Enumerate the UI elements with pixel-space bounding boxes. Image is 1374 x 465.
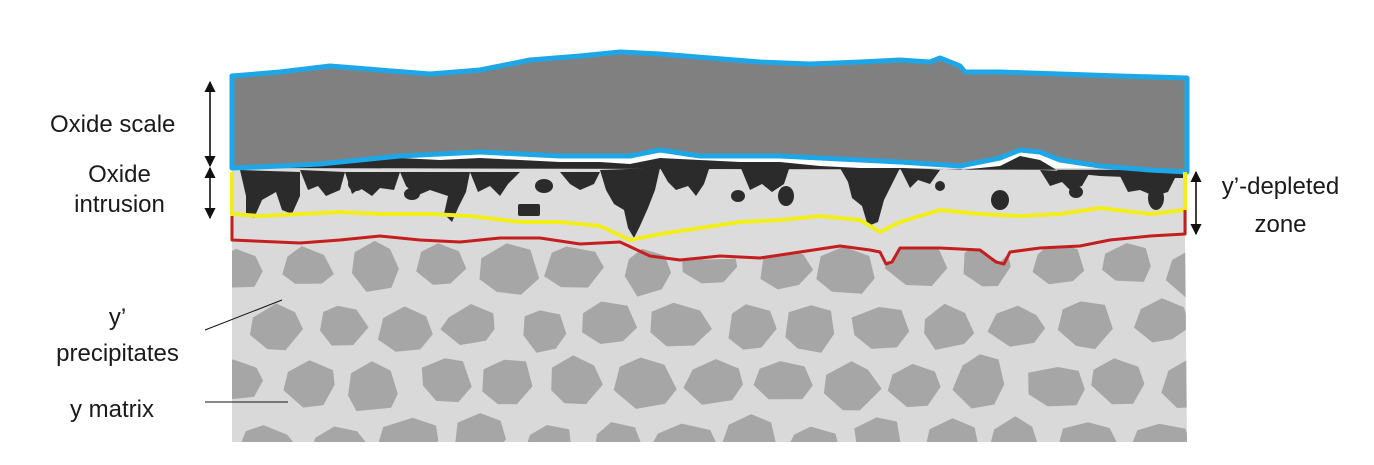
precipitate (1134, 298, 1187, 343)
dimension-arrows (204, 80, 1202, 403)
precipitate (232, 359, 263, 400)
oxide-intrusion-label: Oxide intrusion (62, 160, 177, 220)
precipitate (524, 425, 572, 442)
precipitate (753, 361, 813, 400)
gamma-matrix-label: y matrix (70, 396, 154, 423)
precipitate (416, 243, 467, 285)
precipitates-leader-line (204, 299, 283, 331)
precipitate (377, 306, 433, 352)
precipitate (851, 307, 910, 349)
precipitate (987, 305, 1046, 347)
precipitate (544, 246, 604, 288)
precipitate (523, 310, 567, 353)
depleted-zone-label: y’-depleted zone (1208, 172, 1353, 240)
precipitate (887, 363, 941, 408)
precipitate (924, 303, 975, 350)
precipitate (421, 358, 472, 403)
precipitate (1161, 359, 1187, 408)
precipitate (440, 304, 495, 345)
precipitate (1057, 301, 1113, 350)
precipitate (309, 426, 370, 442)
precipitate (721, 414, 777, 442)
depleted-zone-boundary (230, 172, 1187, 242)
depleted-zone-label-line1: y’-depleted (1221, 173, 1340, 200)
precipitate (239, 425, 297, 442)
precipitate (455, 413, 506, 442)
gamma-prime-precipitates-label: y’ precipitates (40, 303, 195, 369)
depleted-zone-label-line2: zone (1254, 211, 1307, 238)
gamma-prime-label-line1: y’ (108, 304, 127, 331)
precipitate (1194, 420, 1242, 464)
precipitate (482, 359, 533, 405)
precipitate (1032, 241, 1085, 285)
precipitate (785, 305, 835, 353)
precipitate (1165, 249, 1187, 299)
precipitate (249, 303, 303, 351)
precipitate (1205, 305, 1248, 349)
precipitate (816, 246, 875, 294)
oxide-scale-label: Oxide scale (50, 111, 176, 138)
gamma-prime-precipitates (232, 238, 1248, 464)
precipitate (952, 354, 1005, 409)
gamma-prime-depleted-zone (232, 168, 1187, 262)
precipitate (1058, 422, 1119, 442)
precipitate (728, 304, 777, 350)
precipitate (320, 305, 369, 346)
precipitate (823, 361, 882, 411)
oxide-intrusions (232, 156, 1187, 238)
precipitate (351, 240, 399, 292)
precipitate (282, 246, 334, 284)
precipitate (348, 361, 398, 412)
precipitate (283, 360, 335, 408)
precipitate (232, 248, 263, 288)
precipitate (582, 301, 638, 344)
precipitate (925, 418, 980, 442)
gamma-prime-label-line2: precipitates (56, 340, 179, 367)
oxide-intrusion-label-line2: intrusion (74, 191, 165, 218)
precipitate (651, 423, 718, 442)
precipitate (990, 416, 1038, 442)
oxide-scale (229, 49, 1190, 175)
precipitate (1102, 243, 1151, 282)
precipitate (786, 426, 840, 442)
precipitate (479, 243, 540, 295)
precipitate (683, 359, 743, 405)
precipitate (551, 355, 603, 405)
precipitate (1028, 367, 1085, 407)
precipitate (624, 247, 671, 297)
precipitate (1129, 423, 1187, 442)
precipitate (613, 357, 677, 409)
precipitate (650, 302, 712, 347)
precipitate (1091, 358, 1145, 405)
precipitate (594, 422, 643, 442)
precipitate (378, 417, 439, 442)
gamma-matrix-region (232, 234, 1187, 442)
precipitate-dissolution-front (230, 210, 1187, 266)
precipitate (854, 417, 902, 442)
oxide-intrusion-label-line1: Oxide (88, 161, 151, 188)
